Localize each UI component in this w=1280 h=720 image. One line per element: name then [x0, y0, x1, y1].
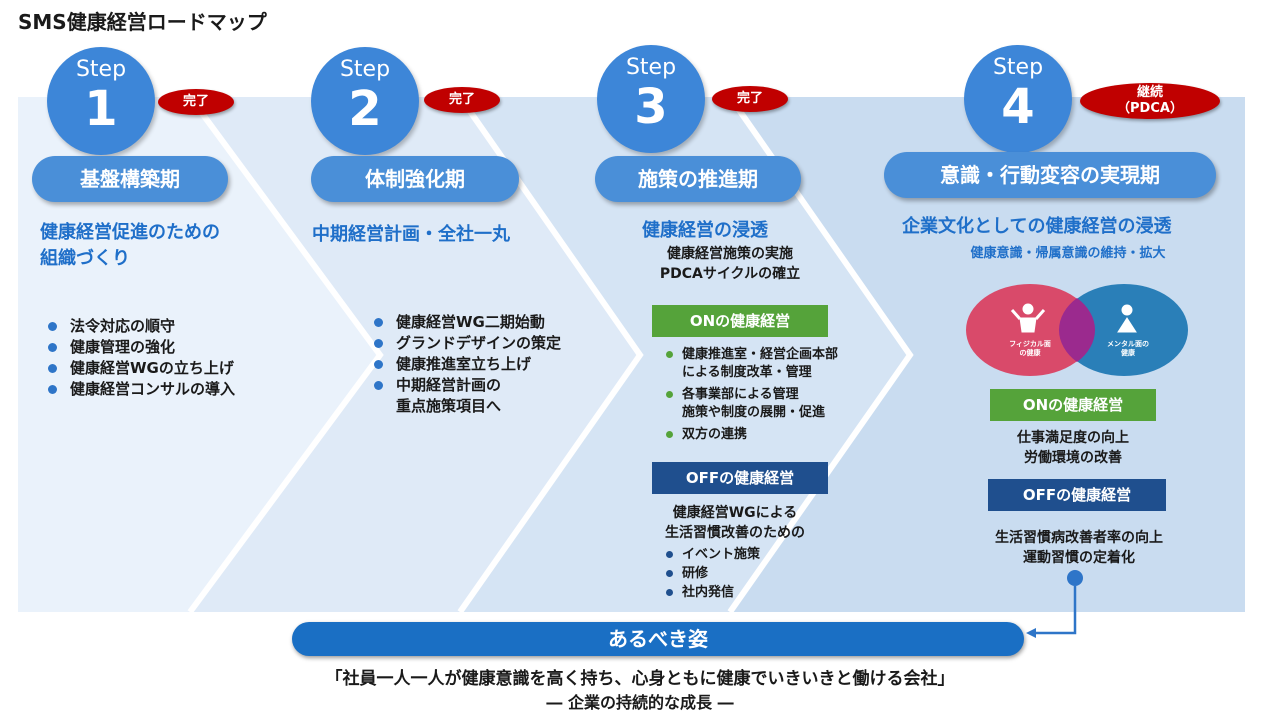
step3-off-text: 健康経営WGによる 生活習慣改善のための — [642, 503, 828, 543]
physical-person-icon — [1010, 303, 1046, 333]
separator-2 — [457, 95, 644, 614]
step3-circle: Step 3 — [597, 45, 705, 153]
venn-overlap — [1058, 298, 1096, 362]
list-item: 社内発信 — [664, 584, 760, 602]
goal-subtitle: ― 企業の持続的な成長 ― — [546, 693, 734, 712]
step2-step-label: Step — [339, 57, 391, 82]
step3-on-box: ONの健康経営 — [652, 305, 828, 337]
list-item: 研修 — [664, 565, 760, 583]
step3-step-label: Step — [625, 55, 677, 80]
step4-heading: 企業文化としての健康経営の浸透 — [902, 216, 1172, 237]
step3-phase: 施策の推進期 — [595, 156, 801, 202]
step1-badge: 完了 — [158, 89, 234, 115]
step2-badge: 完了 — [424, 87, 500, 113]
step3-badge: 完了 — [712, 86, 788, 112]
step1-heading-line1: 健康経営促進のための — [40, 222, 220, 243]
list-item: 法令対応の順守 — [44, 316, 235, 337]
step3-number: 3 — [634, 79, 668, 135]
connector-line — [1034, 586, 1077, 635]
step3-on-list: 健康推進室・経営企画本部による制度改革・管理 各事業部による管理施策や制度の展開… — [664, 346, 838, 448]
step1-heading-line2: 組織づくり — [40, 248, 130, 269]
list-item: 健康推進室・経営企画本部による制度改革・管理 — [664, 346, 838, 382]
step4-badge: 継続 （PDCA） — [1080, 83, 1220, 119]
list-item: 重点施策項目へ — [396, 397, 502, 415]
step1-circle: Step 1 — [47, 47, 155, 155]
step4-circle: Step 4 — [964, 45, 1072, 153]
step4-off-text: 生活習慣病改善者率の向上 運動習慣の定着化 — [964, 528, 1194, 568]
step4-badge-line1: 継続 — [1136, 85, 1163, 100]
step4-on-line2: 労働環境の改善 — [1024, 450, 1122, 466]
list-item: 健康管理の強化 — [44, 337, 235, 358]
step3-sub-line2: PDCAサイクルの確立 — [659, 266, 801, 282]
step1-heading: 健康経営促進のための 組織づくり — [40, 220, 220, 272]
step2-phase: 体制強化期 — [311, 156, 519, 202]
list-item: 中期経営計画の — [370, 375, 561, 396]
step4-badge-line2: （PDCA） — [1117, 101, 1183, 116]
step4-off-line1: 生活習慣病改善者率の向上 — [995, 530, 1163, 546]
step2-number: 2 — [348, 81, 382, 137]
step4-step-label: Step — [992, 55, 1044, 80]
step3-off-list: イベント施策 研修 社内発信 — [664, 546, 760, 603]
list-item: 双方の連携 — [664, 426, 838, 444]
step3-sub-line1: 健康経営施策の実施 — [667, 246, 793, 262]
step4-on-text: 仕事満足度の向上 労働環境の改善 — [978, 428, 1168, 468]
venn-mental-label: メンタル面の 健康 — [1107, 340, 1149, 357]
step3-off-box: OFFの健康経営 — [652, 462, 828, 494]
step4-on-box: ONの健康経営 — [990, 389, 1156, 421]
page-title: SMS健康経営ロードマップ — [18, 10, 267, 34]
step4-sub: 健康意識・帰属意識の維持・拡大 — [970, 246, 1166, 261]
step4-off-box: OFFの健康経営 — [988, 479, 1166, 511]
step2-bullets: 健康経営WG二期始動 グランドデザインの策定 健康推進室立ち上げ 中期経営計画の… — [370, 312, 561, 417]
step2-heading: 中期経営計画・全社一丸 — [312, 224, 510, 245]
goal-banner: あるべき姿 — [292, 622, 1024, 656]
list-item: グランドデザインの策定 — [370, 333, 561, 354]
goal-statement: 「社員一人一人が健康意識を高く持ち、心身ともに健康でいきいきと働ける会社」 — [325, 669, 955, 689]
step1-bullets: 法令対応の順守 健康管理の強化 健康経営WGの立ち上げ 健康経営コンサルの導入 — [44, 316, 235, 400]
step4-off-line2: 運動習慣の定着化 — [1023, 550, 1135, 566]
step3-heading: 健康経営の浸透 — [642, 220, 768, 241]
step2-circle: Step 2 — [311, 47, 419, 155]
connector-dot — [1067, 570, 1083, 586]
separator-1 — [187, 95, 384, 614]
step4-phase: 意識・行動変容の実現期 — [884, 152, 1216, 198]
list-item: 健康経営コンサルの導入 — [44, 379, 235, 400]
venn-physical-label: フィジカル面 の健康 — [1009, 340, 1051, 357]
connector-arrow-icon — [1026, 628, 1036, 638]
step1-phase: 基盤構築期 — [32, 156, 228, 202]
step3-off-line1: 健康経営WGによる — [672, 505, 798, 521]
list-item: 健康経営WGの立ち上げ — [44, 358, 235, 379]
list-item: 健康推進室立ち上げ — [370, 354, 561, 375]
list-item: 健康経営WG二期始動 — [370, 312, 561, 333]
step3-sub: 健康経営施策の実施 PDCAサイクルの確立 — [640, 244, 820, 284]
step3-off-line2: 生活習慣改善のための — [665, 525, 805, 541]
list-item: 各事業部による管理施策や制度の展開・促進 — [664, 386, 838, 422]
step1-number: 1 — [84, 81, 118, 137]
step4-number: 4 — [1001, 79, 1035, 135]
list-item: イベント施策 — [664, 546, 760, 564]
step4-on-line1: 仕事満足度の向上 — [1017, 430, 1129, 446]
step1-step-label: Step — [75, 57, 127, 82]
mental-person-icon — [1117, 304, 1137, 333]
